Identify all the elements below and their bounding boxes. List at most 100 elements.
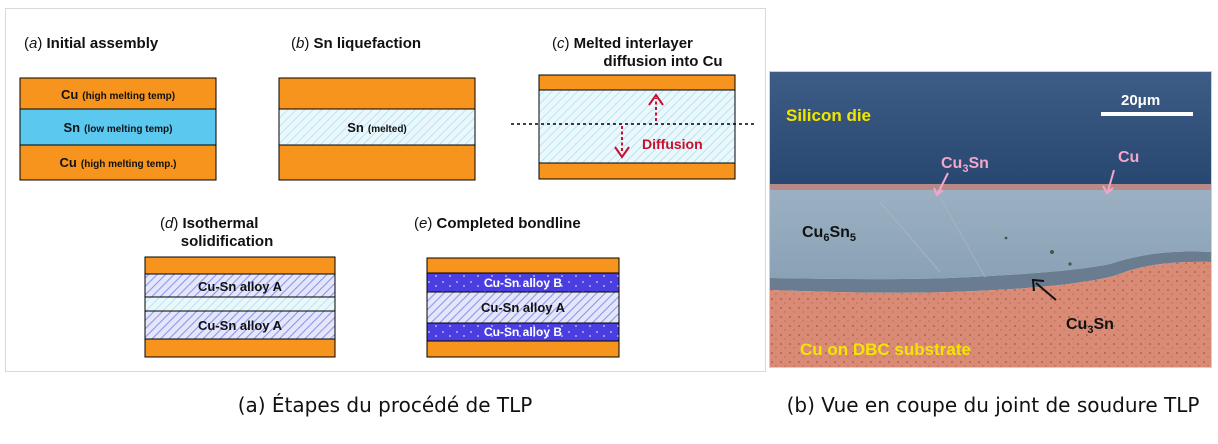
cu6sn5-region xyxy=(770,190,1211,280)
step-b-open: ( xyxy=(291,35,296,52)
scratch-line-2 xyxy=(939,196,986,278)
step-e-alloy-b-bottom-label: Cu-Sn alloy B xyxy=(484,325,562,339)
void-dot-2 xyxy=(1068,262,1072,266)
step-e-cu-bottom-layer xyxy=(426,340,620,358)
step-b-title: (b) Sn liquefaction xyxy=(291,35,421,52)
cu3sn-bottom-sub: 3 xyxy=(1087,324,1093,336)
step-d-residual-sn xyxy=(144,296,336,312)
step-c-diffusion-label: Diffusion xyxy=(642,136,703,152)
step-c-title-text-1: Melted interlayer xyxy=(574,35,693,52)
step-c-cu-bottom-layer xyxy=(538,162,736,180)
step-c-arrow-up-head xyxy=(648,93,664,106)
step-d-title-line1: (d) Isothermal xyxy=(160,215,258,232)
cu-top-pointer xyxy=(1107,169,1115,192)
step-a-sn-layer xyxy=(19,108,217,146)
step-d-cu-bottom-layer xyxy=(144,338,336,358)
cu3sn-bottom-pointer xyxy=(1035,282,1057,301)
step-b-cu-top-layer xyxy=(278,77,476,110)
step-b-sn-main: Sn xyxy=(347,120,364,135)
step-a-cu-top-label: Cu (high melting temp) xyxy=(61,87,175,102)
step-a-close: ) xyxy=(37,35,46,52)
step-b-sn-note: (melted) xyxy=(368,124,407,135)
caption-a: (a) Étapes du procédé de TLP xyxy=(237,393,533,417)
step-a-sn-note: (low melting temp) xyxy=(84,124,172,135)
step-b-sn-melted-layer xyxy=(278,108,476,146)
cu6sn5-sub1: 6 xyxy=(823,232,829,244)
cu3sn-top-rest: Sn xyxy=(968,155,988,172)
step-b-letter: b xyxy=(296,35,304,52)
step-c-title-line2: diffusion into Cu xyxy=(603,53,722,70)
void-dot-3 xyxy=(1004,236,1008,240)
cu3sn-top-main: Cu xyxy=(941,155,962,172)
step-d-title-text-1: Isothermal xyxy=(183,215,259,232)
step-e-cu-top-layer xyxy=(426,257,620,274)
step-a-sn-main: Sn xyxy=(64,120,81,135)
step-e-title-text: Completed bondline xyxy=(437,215,581,232)
cu3sn-top-pointer xyxy=(937,172,949,194)
silicon-die-label: Silicon die xyxy=(786,106,871,125)
step-d-letter: d xyxy=(165,215,174,232)
tlp-micrograph: Silicon die 20μm Cu3Sn Cu Cu6Sn5 Cu3Sn C… xyxy=(769,71,1212,368)
cu3sn-bottom-rest: Sn xyxy=(1093,316,1113,333)
step-a-sn-label: Sn(low melting temp) xyxy=(64,120,173,135)
cu3sn-bottom-layer xyxy=(770,251,1211,293)
scale-bar-label: 20μm xyxy=(1121,92,1160,109)
tlp-process-svg: (a) Initial assembly Cu(high melting tem… xyxy=(19,35,756,358)
step-d-alloy-a-bottom xyxy=(144,310,336,340)
step-b-title-text: Sn liquefaction xyxy=(314,35,422,52)
cu3sn-top-layer xyxy=(770,184,1211,190)
step-d-cu-top-layer xyxy=(144,256,336,275)
cu6sn5-main: Cu xyxy=(802,224,823,241)
cu-top-label: Cu xyxy=(1118,149,1139,166)
step-c-arrow-down-head xyxy=(614,146,630,159)
cu-top-pointer-head xyxy=(1102,185,1114,195)
step-c-open: ( xyxy=(552,35,557,52)
step-e-letter: e xyxy=(419,215,427,232)
caption-b: (b) Vue en coupe du joint de soudure TLP xyxy=(786,393,1200,417)
cu3sn-top-pointer-head xyxy=(933,187,944,197)
cu3sn-bottom-pointer-head xyxy=(1031,278,1045,292)
step-e-alloy-b-top-label: Cu-Sn alloy B xyxy=(484,276,562,290)
cu3sn-top-label: Cu3Sn xyxy=(941,155,989,175)
step-a-title: (a) Initial assembly xyxy=(24,35,159,52)
step-c-cu-top-layer xyxy=(538,74,736,91)
step-d-alloy-a-top-label: Cu-Sn alloy A xyxy=(198,279,283,294)
step-a-letter: a xyxy=(29,35,37,52)
tlp-process-diagram: (a) Initial assembly Cu(high melting tem… xyxy=(5,8,766,372)
void-dot-1 xyxy=(1050,250,1054,254)
step-d-alloy-a-bottom-label: Cu-Sn alloy A xyxy=(198,318,283,333)
step-d-open: ( xyxy=(160,215,165,232)
silicon-die-region xyxy=(770,72,1211,192)
micrograph-svg: Silicon die 20μm Cu3Sn Cu Cu6Sn5 Cu3Sn C… xyxy=(770,72,1211,367)
step-a-open: ( xyxy=(24,35,29,52)
step-e-open: ( xyxy=(414,215,419,232)
step-a-cu-bottom-layer xyxy=(19,144,217,181)
step-a-cu-top-note: (high melting temp) xyxy=(82,91,175,102)
step-b-cu-bottom-layer xyxy=(278,144,476,181)
cu3sn-bottom-label: Cu3Sn xyxy=(1066,316,1114,336)
step-c-title-line1: (c) Melted interlayer xyxy=(552,35,693,52)
cu6sn5-label: Cu6Sn5 xyxy=(802,224,856,244)
cu3sn-bottom-main: Cu xyxy=(1066,316,1087,333)
step-a-title-text: Initial assembly xyxy=(47,35,159,52)
cu6sn5-mid: Sn xyxy=(829,224,849,241)
step-a-cu-bottom-note: (high melting temp.) xyxy=(81,159,177,170)
step-a-cu-bottom-label: Cu (high melting temp.) xyxy=(60,155,177,170)
step-c-interlayer xyxy=(538,89,736,164)
step-b-close: ) xyxy=(304,35,313,52)
copper-substrate-region xyxy=(770,261,1211,367)
step-d-title-line2: solidification xyxy=(181,233,274,250)
step-b-sn-label: Sn (melted) xyxy=(347,120,407,135)
step-a-cu-bottom-main: Cu xyxy=(60,155,77,170)
step-e-alloy-a-label: Cu-Sn alloy A xyxy=(481,300,566,315)
scale-bar xyxy=(1101,112,1193,116)
cu3sn-top-sub: 3 xyxy=(962,163,968,175)
step-e-close: ) xyxy=(427,215,436,232)
step-c-close: ) xyxy=(565,35,574,52)
step-c-letter: c xyxy=(557,35,565,52)
scratch-line-1 xyxy=(879,201,941,273)
step-e-title: (e) Completed bondline xyxy=(414,215,581,232)
substrate-label: Cu on DBC substrate xyxy=(800,340,971,359)
cu6sn5-sub2: 5 xyxy=(850,232,856,244)
step-a-cu-top-main: Cu xyxy=(61,87,78,102)
